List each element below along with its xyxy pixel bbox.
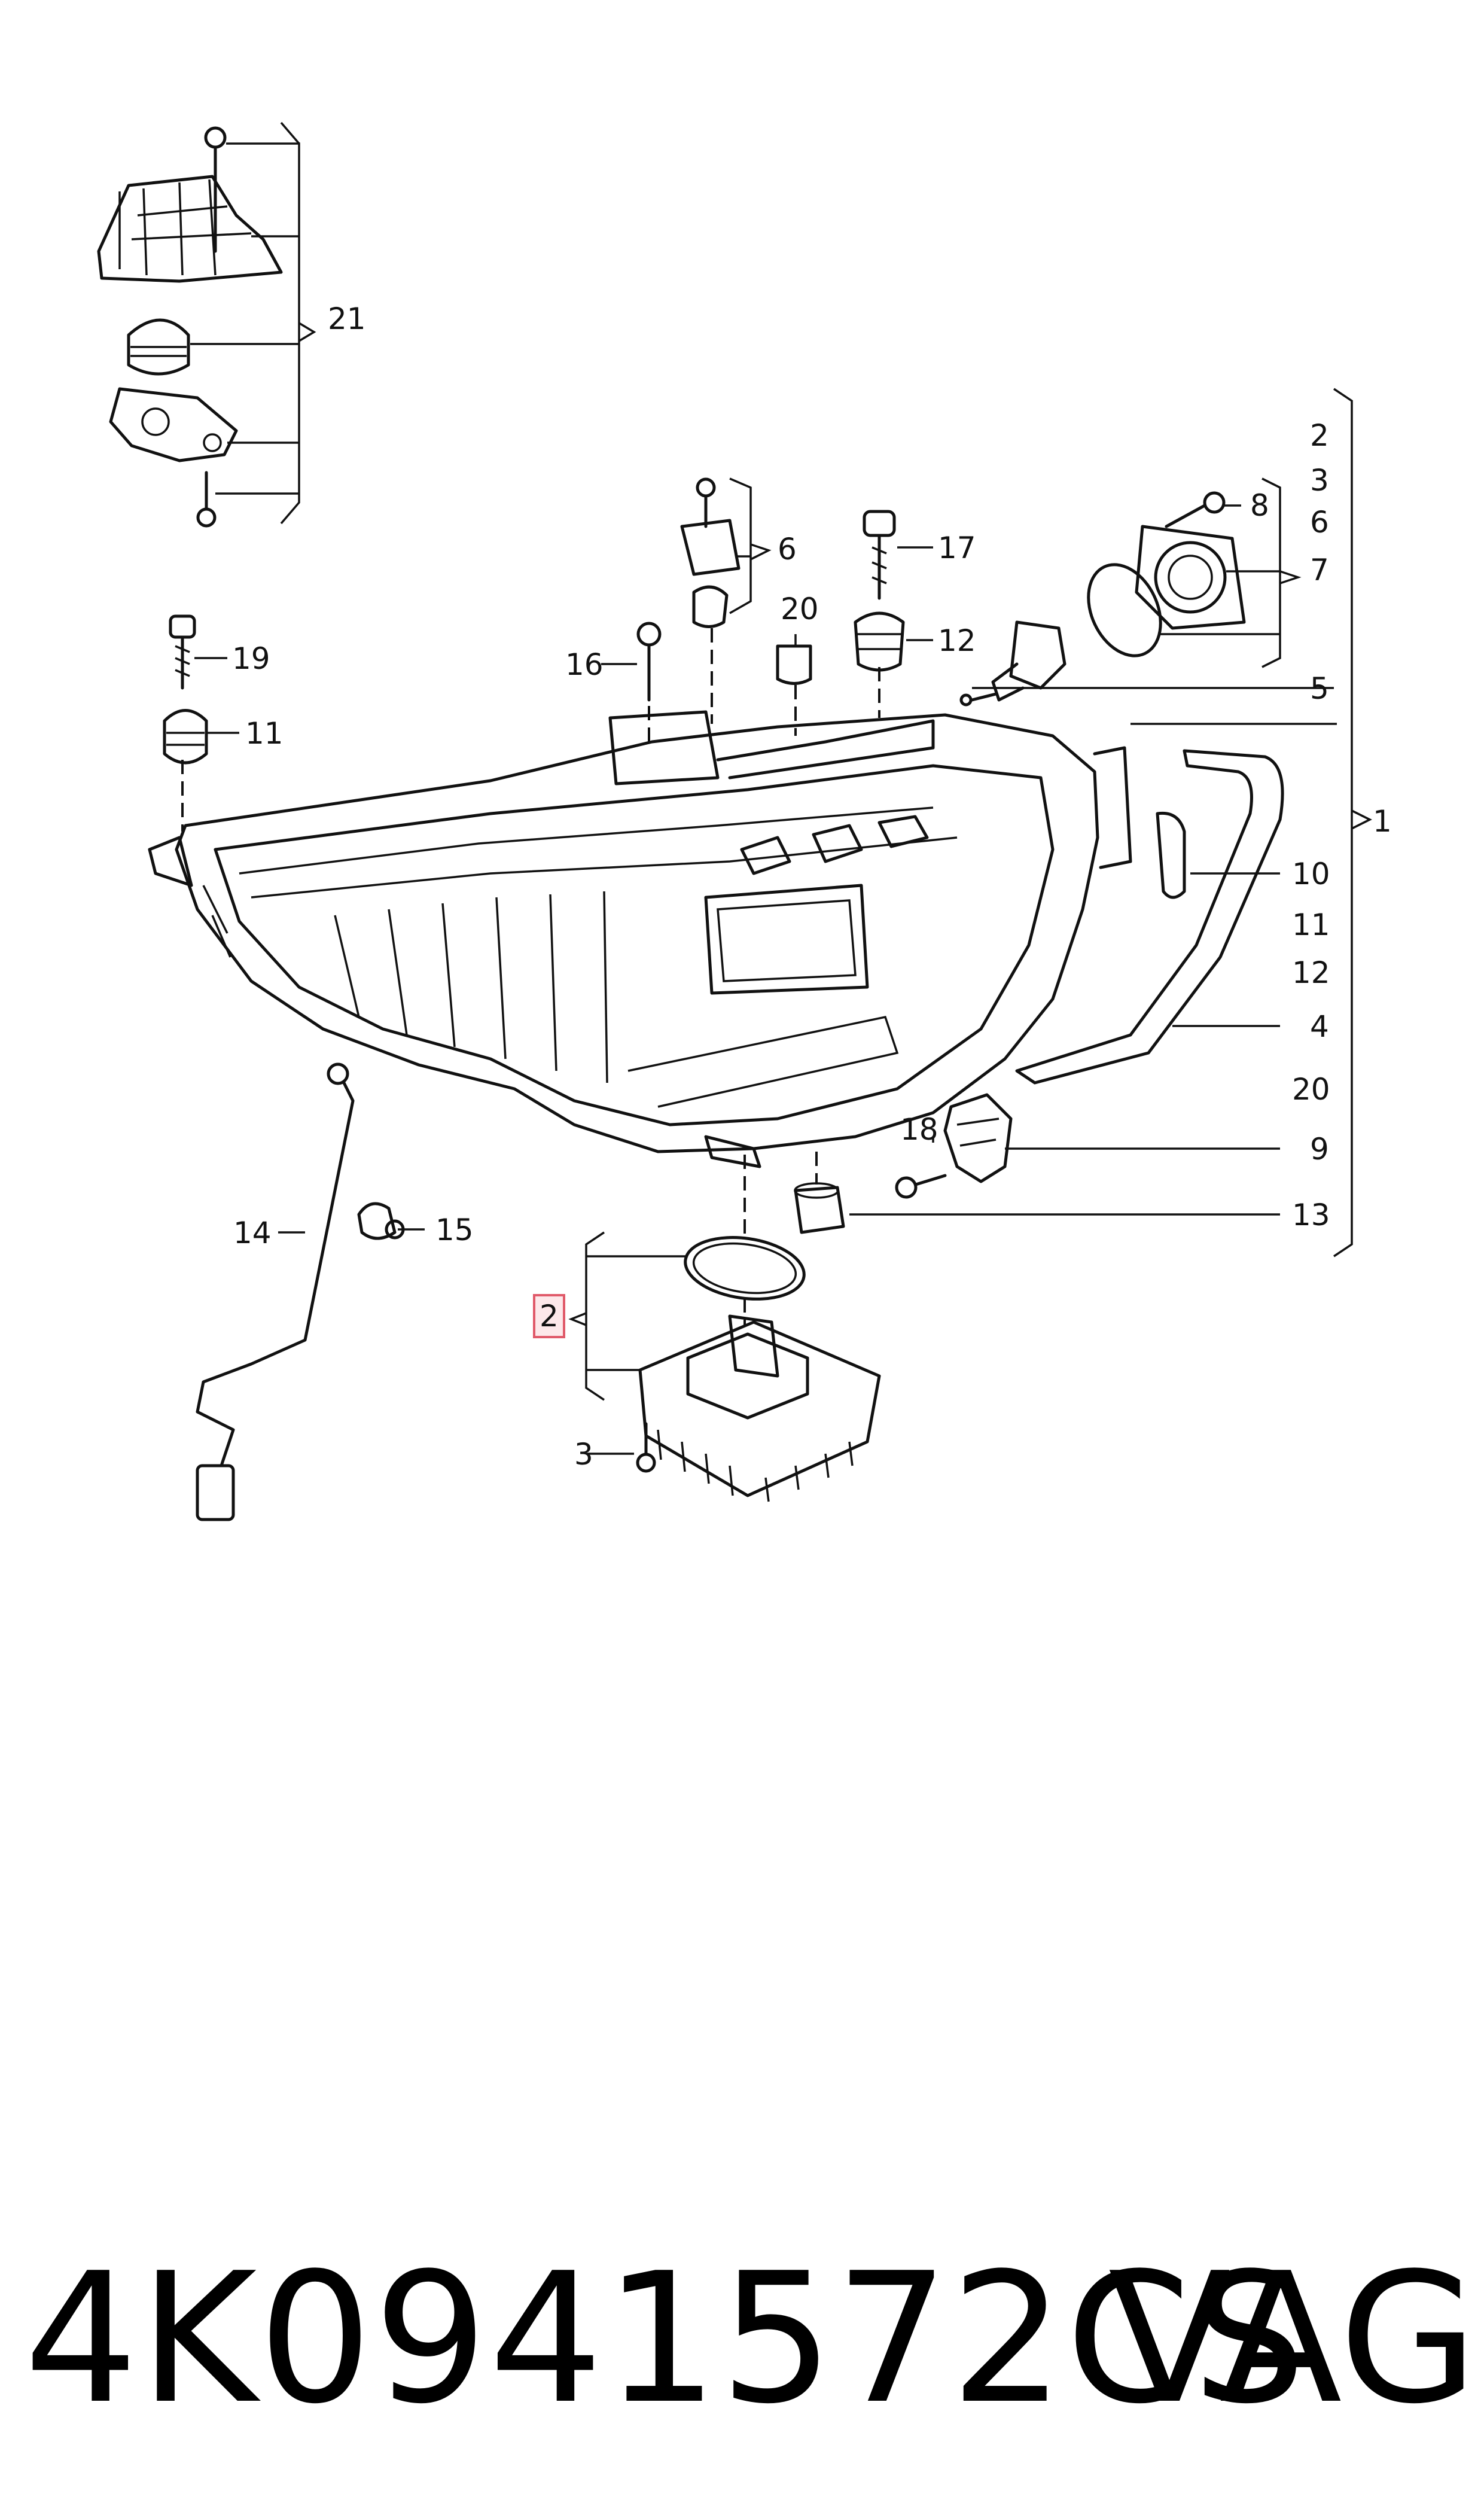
callout-20-right: 20 — [1292, 1072, 1330, 1107]
callout-21: 21 — [328, 302, 366, 336]
callout-2-box: 2 — [540, 1299, 559, 1333]
part-16-screw — [636, 622, 662, 702]
part-9-bracket — [943, 1093, 1013, 1183]
part-4-seal-strip — [1015, 749, 1284, 1085]
callout-20: 20 — [781, 592, 819, 626]
callout-16: 16 — [565, 647, 604, 682]
part-19-screw — [169, 614, 196, 690]
part-11-nut-left — [163, 709, 208, 765]
callout-12: 12 — [938, 623, 976, 658]
callout-10: 10 — [1292, 857, 1330, 891]
callout-12-right: 12 — [1292, 955, 1330, 990]
part-20-plug — [776, 644, 812, 685]
callout-11-left: 11 — [245, 716, 284, 751]
callout-6: 6 — [778, 532, 797, 567]
callout-18: 18 — [900, 1112, 938, 1147]
part-13-bushing — [794, 1182, 845, 1234]
callout-17: 17 — [938, 531, 976, 565]
part-21-bracket-assembly — [97, 126, 283, 528]
part-6-bracket — [680, 477, 741, 628]
callout-11-right: 11 — [1292, 908, 1330, 942]
part-8-screw — [1165, 491, 1226, 528]
part-7-cover — [1087, 525, 1246, 657]
bracket-2 — [568, 1231, 688, 1401]
callout-13: 13 — [1292, 1198, 1330, 1232]
part-number: 4K0941572CS — [24, 2234, 1308, 2443]
part-14-sensor-cable — [196, 1062, 355, 1521]
callout-labels: 21 19 11 16 6 20 17 12 8 2 3 6 7 5 1 10 … — [232, 302, 1392, 1472]
part-12-nut — [854, 611, 905, 672]
footer: 4K0941572CS VAG — [0, 2225, 1484, 2453]
part-5-bulb — [959, 620, 1066, 707]
callout-9: 9 — [1310, 1132, 1329, 1167]
highlight-box-2 — [533, 1294, 565, 1338]
callout-14: 14 — [233, 1216, 272, 1250]
callout-5: 5 — [1310, 671, 1329, 706]
callout-2-right: 2 — [1310, 418, 1329, 453]
part-2-control-module — [638, 1314, 881, 1502]
bracket-6 — [729, 477, 772, 614]
part-10-clip — [1156, 811, 1186, 899]
part-3-screw — [636, 1422, 656, 1473]
callout-8: 8 — [1250, 488, 1269, 523]
assembly-lines — [181, 628, 880, 1325]
bracket-1 — [849, 388, 1372, 1258]
part-15-clip — [357, 1202, 405, 1240]
part-2-gasket-ring — [684, 1236, 806, 1301]
bracket-7 — [1160, 477, 1302, 668]
part-18-screw — [895, 1174, 947, 1199]
brand-name: VAG — [1108, 2234, 1478, 2443]
callout-15: 15 — [435, 1213, 474, 1247]
callout-4: 4 — [1310, 1009, 1329, 1044]
callout-3-right: 3 — [1310, 463, 1329, 498]
callout-7: 7 — [1310, 553, 1329, 587]
part-1-headlamp-housing — [148, 710, 1132, 1168]
leader-lines — [194, 504, 1241, 1455]
callout-19: 19 — [232, 641, 270, 676]
callout-6-right: 6 — [1310, 505, 1329, 540]
callout-3: 3 — [574, 1437, 593, 1472]
bracket-21 — [190, 121, 316, 525]
part-17-screw — [863, 510, 896, 600]
callout-1: 1 — [1373, 804, 1392, 839]
